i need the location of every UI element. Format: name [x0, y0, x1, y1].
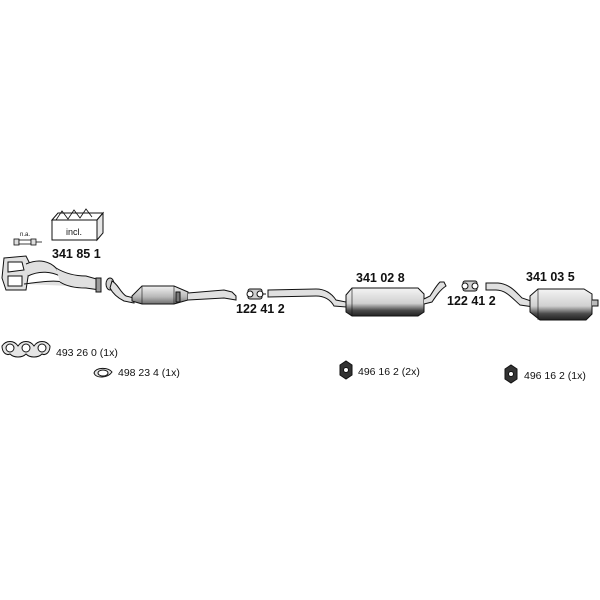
rear-silencer-assembly[interactable]: 341 03 5: [485, 270, 599, 321]
multi-port-gasket-label: 493 26 0 (1x): [56, 347, 118, 359]
lambda-sensor[interactable]: n.a.: [13, 232, 42, 246]
kit-box-label: incl.: [66, 227, 82, 237]
ring-gasket[interactable]: 498 23 4 (1x): [93, 367, 180, 379]
multi-port-gasket[interactable]: 493 26 0 (1x): [1, 341, 118, 360]
exhaust-manifold[interactable]: 341 85 1: [1, 247, 102, 293]
rear-clamp[interactable]: 122 41 2: [447, 280, 496, 308]
middle-rubber-hanger[interactable]: 496 16 2 (2x): [339, 360, 420, 380]
rear-silencer-part-number: 341 03 5: [526, 270, 575, 284]
middle-hanger-label: 496 16 2 (2x): [358, 366, 420, 378]
rear-hanger-label: 496 16 2 (1x): [524, 370, 586, 382]
ring-gasket-label: 498 23 4 (1x): [118, 367, 180, 379]
lambda-sensor-note: n.a.: [20, 232, 30, 238]
middle-silencer-part-number: 341 02 8: [356, 271, 405, 285]
rear-clamp-part-number: 122 41 2: [447, 294, 496, 308]
front-clamp-part-number: 122 41 2: [236, 302, 285, 316]
included-kit-box[interactable]: incl.: [50, 208, 105, 242]
front-clamp[interactable]: 122 41 2: [236, 288, 285, 316]
catalytic-converter[interactable]: [131, 285, 237, 305]
front-pipe[interactable]: [105, 277, 135, 304]
middle-silencer-assembly[interactable]: 341 02 8: [267, 271, 447, 317]
rear-rubber-hanger[interactable]: 496 16 2 (1x): [504, 364, 586, 384]
manifold-part-number: 341 85 1: [52, 247, 101, 261]
